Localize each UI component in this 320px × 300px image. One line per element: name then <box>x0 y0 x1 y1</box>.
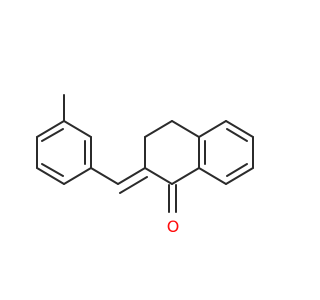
bond-ring-b-2 <box>144 120 173 138</box>
bond-ring-a-4 <box>63 167 92 185</box>
bond-ring-b-5 <box>171 167 200 185</box>
bond-ring-c-inner-2 <box>226 163 248 177</box>
bond-vinyl-double-outer <box>117 167 146 185</box>
bond-ring-a-inner-1 <box>41 128 64 142</box>
bond-ring-b-3 <box>171 120 200 138</box>
bond-ring-c-5 <box>198 167 227 185</box>
oxygen-label-bg <box>164 215 182 237</box>
bond-ring-a-inner-2 <box>41 163 64 177</box>
molecule-structure: O <box>0 0 300 300</box>
bond-ring-c-1 <box>198 120 227 138</box>
background <box>0 0 300 300</box>
bond-vinyl-double-inner <box>119 176 148 194</box>
bond-aryl-vinyl <box>90 167 119 185</box>
bond-ring-c-inner-1 <box>226 128 248 142</box>
bond-ring-c-2 <box>225 120 254 138</box>
oxygen-atom-label: O <box>167 217 180 236</box>
bond-group <box>36 94 254 213</box>
bond-ring-a-1 <box>36 120 65 138</box>
structure-canvas: O <box>0 0 300 300</box>
bond-ring-b-6 <box>144 167 173 185</box>
bond-ring-c-4 <box>225 167 254 185</box>
bond-ring-a-3 <box>36 167 65 185</box>
bond-ring-a-6 <box>63 120 92 138</box>
